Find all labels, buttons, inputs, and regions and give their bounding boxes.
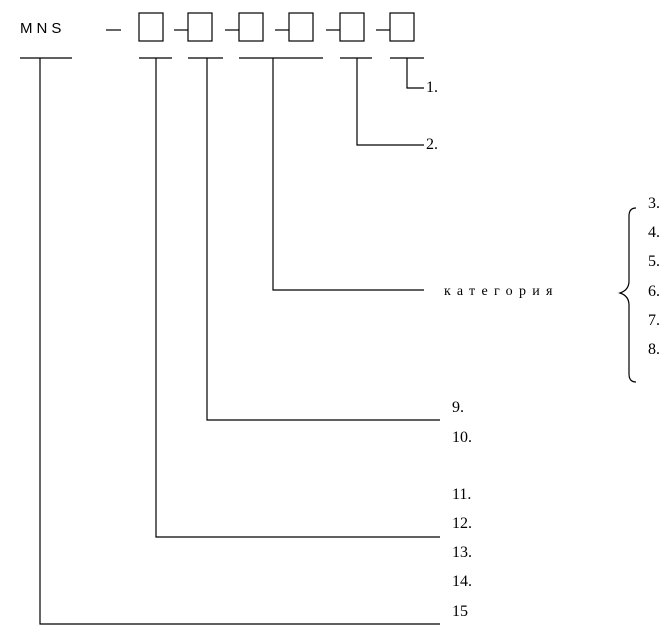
code-box [288, 12, 314, 42]
numbered-labels: 1. 2. 3. 4. 5. 6. 7. 8. 9. 10. 11. 12. 1… [426, 79, 660, 620]
leader-to-2 [356, 58, 424, 146]
code-boxes [138, 12, 415, 42]
code-box [339, 12, 365, 42]
label-11: 11. [452, 486, 471, 503]
label-13: 13. [452, 544, 472, 561]
label-14: 14. [452, 573, 472, 590]
label-2: 2. [426, 136, 438, 153]
label-15: 15 [452, 603, 468, 620]
leader-to-12-13 [155, 58, 440, 538]
label-8: 8. [648, 341, 660, 358]
label-1: 1. [426, 79, 438, 96]
leader-to-1 [406, 58, 424, 89]
label-4: 4. [648, 224, 660, 241]
code-box [389, 12, 415, 42]
code-box [187, 12, 213, 42]
category-brace [618, 207, 637, 383]
leader-to-9-10 [206, 58, 440, 421]
code-box [138, 12, 164, 42]
leader-lines [39, 58, 440, 625]
label-10: 10. [452, 429, 472, 446]
label-7: 7. [648, 312, 660, 329]
label-6: 6. [648, 283, 660, 300]
category-label: категория [444, 284, 559, 299]
code-box [238, 12, 264, 42]
label-5: 5. [648, 253, 660, 270]
label-12: 12. [452, 515, 472, 532]
label-3: 3. [648, 195, 660, 212]
label-9: 9. [452, 399, 464, 416]
prefix-label: MNS [20, 20, 65, 37]
leader-to-category [272, 58, 424, 291]
leader-to-15 [39, 58, 440, 625]
